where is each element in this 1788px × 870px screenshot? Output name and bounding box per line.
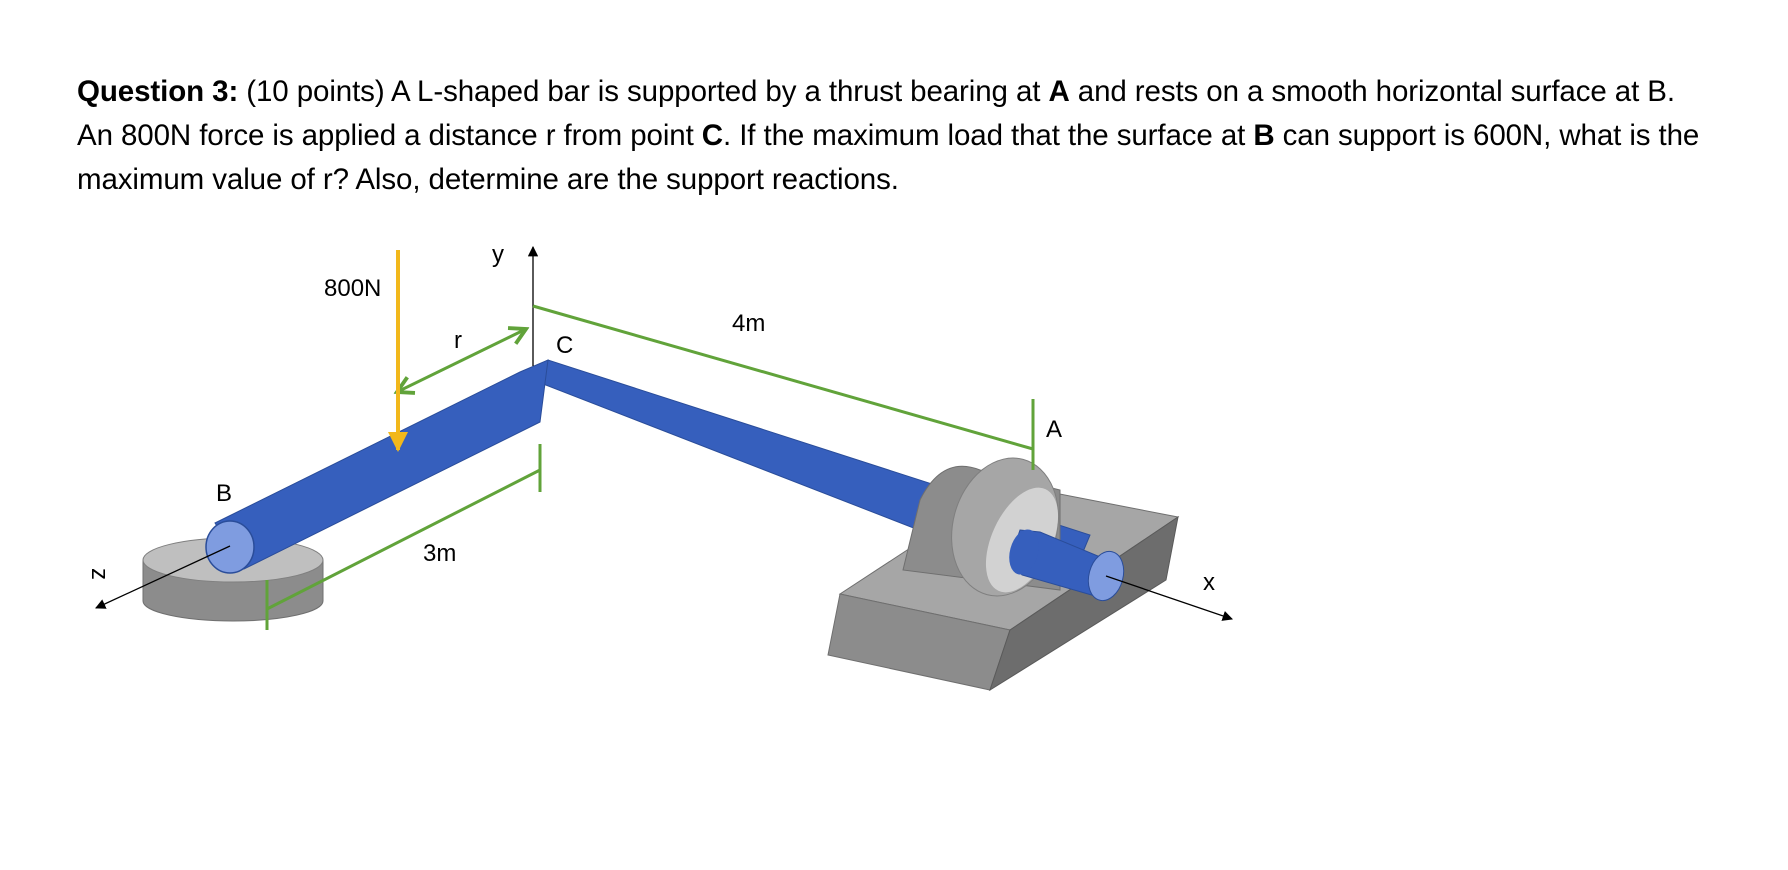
question-point-b: B bbox=[1253, 119, 1275, 152]
label-4m: 4m bbox=[732, 310, 765, 337]
question-seg3: . If the maximum load that the surface a… bbox=[723, 119, 1254, 152]
question-seg2: and rests on a smooth horizontal surface… bbox=[77, 75, 1675, 152]
label-c: C bbox=[556, 332, 573, 359]
label-z-axis: z bbox=[86, 568, 113, 580]
label-3m: 3m bbox=[423, 540, 456, 567]
question-seg1: (10 points) A L-shaped bar is supported … bbox=[238, 75, 1049, 108]
question-point-c: C bbox=[701, 119, 723, 152]
label-800n: 800N bbox=[324, 275, 381, 302]
z-axis-line bbox=[95, 545, 231, 609]
label-b: B bbox=[216, 480, 232, 507]
bearing-pin bbox=[1009, 529, 1125, 602]
x-axis-line bbox=[1105, 575, 1233, 621]
question-heading: Question 3: bbox=[77, 75, 239, 108]
label-r: r bbox=[454, 327, 462, 354]
dimension-4m bbox=[532, 304, 1035, 470]
question-point-a: A bbox=[1048, 75, 1070, 108]
dimension-r bbox=[397, 329, 526, 392]
question-seg4: can support is 600N, what is the maximum… bbox=[77, 119, 1700, 196]
bar-end-b bbox=[205, 520, 255, 574]
question-text: Question 3: (10 points) A L-shaped bar i… bbox=[77, 70, 1717, 202]
label-a: A bbox=[1046, 416, 1062, 443]
bar-arm-bc bbox=[214, 359, 549, 570]
dimension-3m bbox=[265, 444, 542, 630]
label-x-axis: x bbox=[1203, 569, 1215, 596]
label-y-axis: y bbox=[492, 241, 504, 268]
